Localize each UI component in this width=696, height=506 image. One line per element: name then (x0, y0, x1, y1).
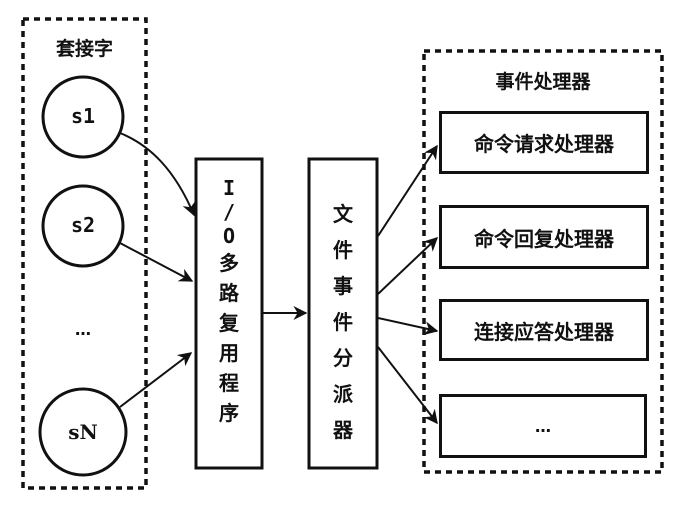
file-event-dispatcher-label: 文 件 事 件 分 派 器 (309, 196, 377, 448)
edge-dispatcher-to-handler-4 (377, 346, 438, 425)
io-char: 程 (219, 371, 239, 395)
edge-dispatcher-to-handler-2 (377, 237, 439, 295)
io-char: 多 (219, 251, 239, 275)
socket-sn-label: sN (68, 420, 98, 444)
dispatcher-char: 事 (333, 274, 353, 298)
dispatcher-char: 器 (333, 418, 353, 442)
handler-label: 命令回复处理器 (474, 226, 614, 251)
dispatcher-char: 件 (333, 238, 353, 262)
io-char: 序 (219, 401, 239, 425)
sockets-group-title: 套接字 (55, 38, 113, 60)
socket-s2-circle (41, 184, 125, 268)
handlers-group-title: 事件处理器 (495, 71, 591, 93)
handler-command-request: 命令请求处理器 (439, 111, 649, 174)
sockets-group-border (21, 17, 148, 490)
handler-label: … (535, 416, 551, 436)
io-char: 用 (219, 341, 239, 365)
edge-dispatcher-to-handler-1 (377, 144, 438, 237)
io-char: 复 (219, 311, 239, 335)
handler-label: 命令请求处理器 (474, 132, 614, 156)
socket-ellipsis-label: … (75, 320, 91, 339)
io-char: O (222, 224, 236, 248)
edge-s1-to-io (119, 132, 196, 217)
io-char: / (222, 200, 236, 224)
handler-connection-accept: 连接应答处理器 (439, 299, 649, 361)
handler-more: … (439, 394, 647, 458)
handler-label: 连接应答处理器 (474, 319, 614, 344)
file-event-dispatcher-box (307, 157, 379, 470)
io-multiplexer-box (194, 157, 264, 470)
edge-sn-to-io (119, 352, 193, 408)
io-char: I (222, 176, 236, 200)
dispatcher-char: 文 (333, 202, 353, 226)
handler-command-reply: 命令回复处理器 (439, 205, 649, 269)
io-char: 路 (219, 281, 239, 305)
socket-sn-circle (38, 387, 128, 477)
socket-s2-label: s2 (70, 213, 96, 237)
io-multiplexer-label: I / O 多 路 复 用 程 序 (196, 176, 262, 428)
dispatcher-char: 件 (333, 310, 353, 334)
edge-s2-to-io (119, 242, 194, 282)
edge-dispatcher-to-handler-3 (377, 317, 439, 336)
socket-s1-circle (41, 75, 125, 159)
socket-s1-label: s1 (70, 104, 96, 128)
dispatcher-char: 派 (333, 382, 353, 406)
dispatcher-char: 分 (333, 346, 353, 370)
